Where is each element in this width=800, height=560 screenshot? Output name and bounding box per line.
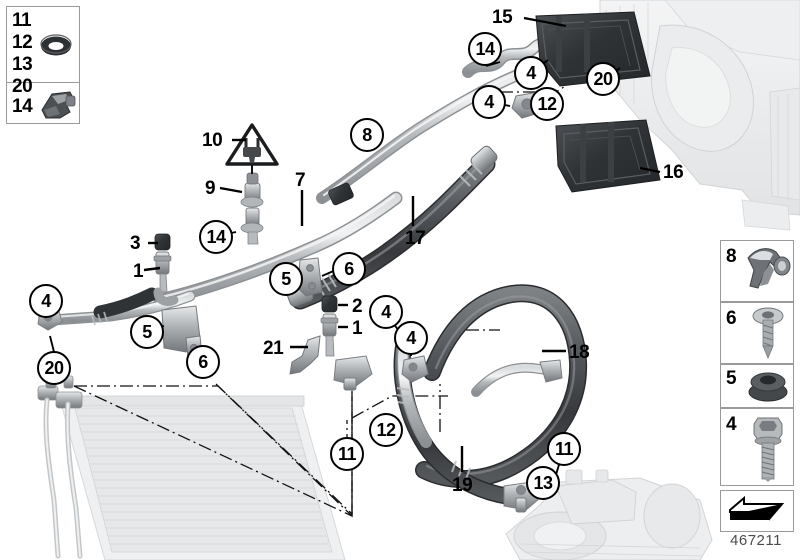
callout-circle-13: 13 bbox=[526, 466, 560, 500]
line-fitting-4 bbox=[401, 355, 429, 383]
pressure-sensor-9 bbox=[240, 160, 264, 208]
service-valve-1b bbox=[320, 313, 339, 357]
air-duct-shield-16 bbox=[555, 119, 661, 193]
legend-right-number-8: 8 bbox=[726, 246, 737, 267]
ghost-body-panel bbox=[599, 0, 800, 231]
ghost-condenser bbox=[37, 375, 346, 560]
legend-left-number-11: 11 bbox=[12, 10, 32, 31]
callout-label-19: 19 bbox=[452, 475, 473, 496]
callout-circle-5: 5 bbox=[130, 315, 164, 349]
air-duct-shield-15 bbox=[535, 11, 651, 87]
legend-left-number-14: 14 bbox=[12, 96, 33, 117]
legend-right-number-4: 4 bbox=[726, 414, 737, 435]
callout-circle-5: 5 bbox=[269, 262, 303, 296]
callout-circle-6: 6 bbox=[332, 252, 366, 286]
valve-lower bbox=[240, 207, 264, 245]
refrigerant-line-compressor bbox=[471, 359, 563, 397]
callout-label-1: 1 bbox=[133, 261, 144, 282]
rubber-grommet-icon bbox=[748, 372, 788, 402]
callout-circle-11: 11 bbox=[547, 432, 581, 466]
callout-circle-6: 6 bbox=[186, 345, 220, 379]
callout-label-15: 15 bbox=[492, 7, 513, 28]
callout-circle-4: 4 bbox=[472, 85, 506, 119]
callout-label-7: 7 bbox=[295, 170, 306, 191]
callout-circle-14: 14 bbox=[468, 32, 502, 66]
callout-label-1: 1 bbox=[352, 318, 363, 339]
callout-label-9: 9 bbox=[205, 178, 216, 199]
line-clamp-8 bbox=[328, 182, 354, 206]
callout-label-16: 16 bbox=[663, 162, 684, 183]
service-valve-1 bbox=[153, 251, 172, 293]
fittings-group bbox=[153, 47, 583, 391]
callout-circle-11: 11 bbox=[330, 437, 364, 471]
leader-lines bbox=[143, 16, 661, 472]
callout-label-2: 2 bbox=[352, 296, 363, 317]
callout-circle-8: 8 bbox=[350, 118, 384, 152]
callout-circle-4: 4 bbox=[394, 321, 428, 355]
legend-right-number-5: 5 bbox=[726, 368, 737, 389]
callout-circle-4: 4 bbox=[369, 295, 403, 329]
warning-triangle-10 bbox=[225, 123, 279, 166]
hex-socket-bolt-icon bbox=[753, 417, 783, 482]
callout-circle-12: 12 bbox=[530, 87, 564, 121]
callout-label-18: 18 bbox=[569, 342, 590, 363]
mount-bracket-21 bbox=[289, 335, 321, 375]
drawing-number: 467211 bbox=[730, 532, 782, 549]
block-connector bbox=[333, 355, 373, 391]
spring-clip-icon bbox=[41, 91, 76, 119]
callout-label-3: 3 bbox=[130, 233, 141, 254]
callout-circle-12: 12 bbox=[369, 413, 403, 447]
legend-right-number-6: 6 bbox=[726, 308, 737, 329]
assembly-reference-lines bbox=[73, 63, 640, 518]
flanged-screw-icon bbox=[752, 307, 784, 360]
legend-left-number-13: 13 bbox=[12, 54, 33, 75]
callout-label-21: 21 bbox=[263, 338, 284, 359]
callout-circle-4: 4 bbox=[514, 56, 548, 90]
callout-label-17: 17 bbox=[405, 228, 426, 249]
o-ring-icon bbox=[40, 34, 72, 56]
valve-cap-2 bbox=[321, 295, 338, 313]
ghost-compressor bbox=[505, 469, 713, 560]
legend-left-number-20: 20 bbox=[12, 76, 33, 97]
callout-circle-20: 20 bbox=[586, 62, 620, 96]
legend-left-divider bbox=[7, 82, 79, 84]
callout-circle-14: 14 bbox=[199, 220, 233, 254]
callout-label-10: 10 bbox=[202, 130, 223, 151]
callout-circle-4: 4 bbox=[29, 284, 63, 318]
refrigerant-hose-18 bbox=[415, 284, 588, 488]
pipe-clamp-bracket-icon bbox=[747, 248, 791, 289]
direction-arrow-icon bbox=[729, 495, 785, 521]
legend-left-number-12: 12 bbox=[12, 32, 33, 53]
callout-circle-20: 20 bbox=[37, 351, 71, 385]
refrigerant-line-7 bbox=[153, 191, 403, 307]
